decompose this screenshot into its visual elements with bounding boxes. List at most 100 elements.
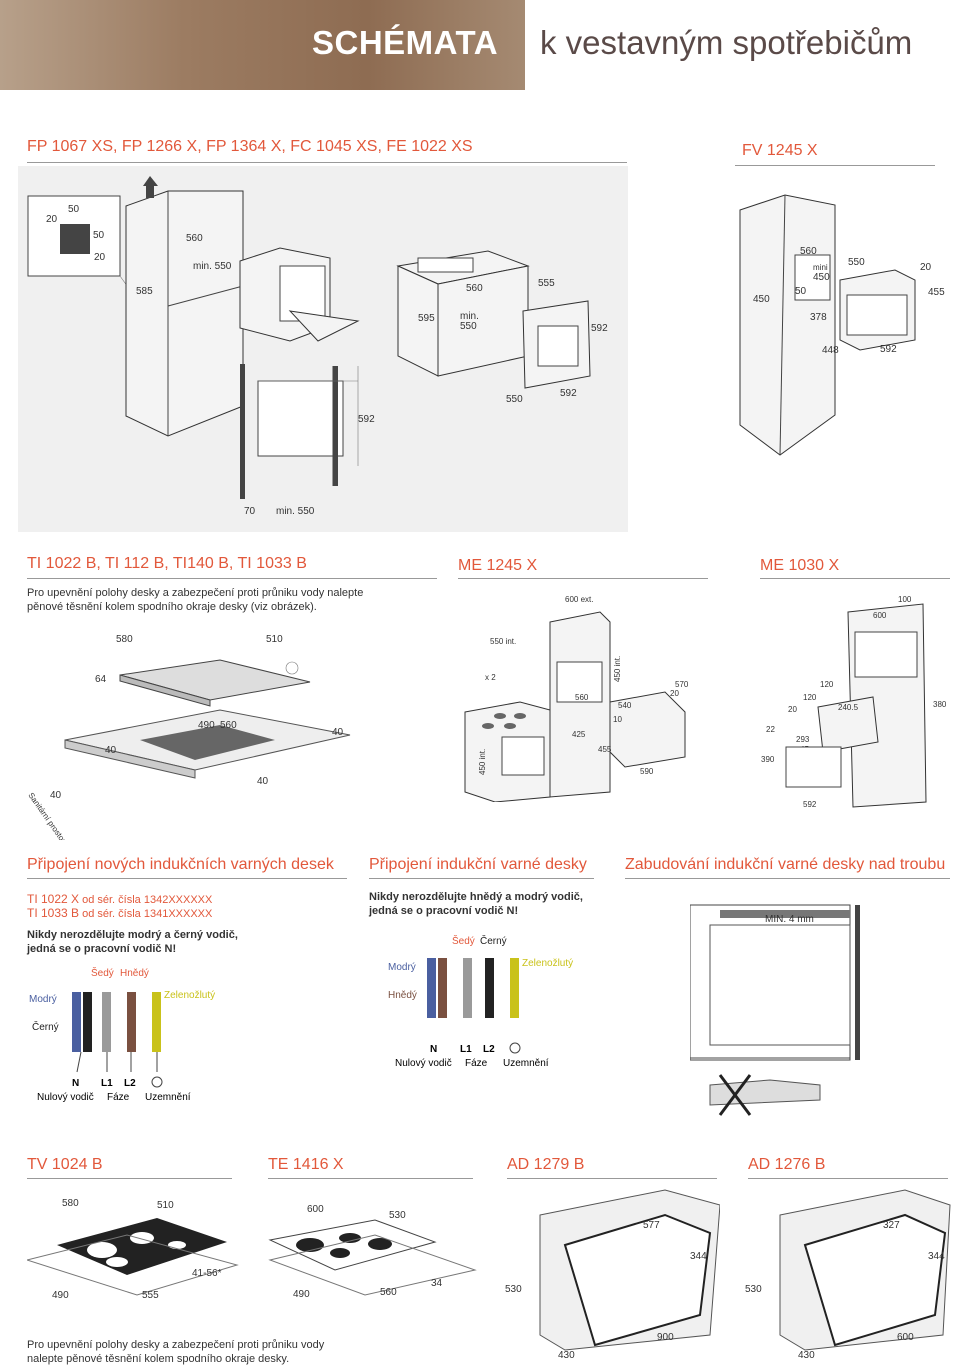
header: SCHÉMATA k vestavným spotřebičům [0,0,960,90]
dim-label: 560 [466,283,483,294]
header-title-bold: SCHÉMATA [312,24,499,61]
dim-label: 530 [745,1284,762,1295]
dim-label: 555 [538,278,555,289]
dim-label: 600 [897,1332,914,1343]
dim-label: 425 [572,730,586,739]
dim-label: 378 [810,312,827,323]
model-suffix: od sér. čísla 1342XXXXXX [82,894,213,906]
dim-label: 34 [431,1278,443,1289]
divider [27,1178,232,1179]
divider [27,578,437,579]
ad1276-hood-diagram: 327 344 530 600 430 [745,1189,951,1360]
wire-label: Hnědý [388,990,417,1001]
terminal-label: L1 [101,1078,113,1089]
dim-label: Sanitární prostor [26,791,67,840]
dim-label: 560 [220,720,237,731]
dim-label: 555 [142,1290,159,1301]
dim-label: 450 int. [613,656,622,682]
dim-label: min. 550 [276,506,315,517]
dim-label: 600 [307,1204,324,1215]
section-title-ti: TI 1022 B, TI 112 B, TI140 B, TI 1033 B [27,555,307,572]
model-name: TI 1033 B [27,906,80,920]
dim-label: 64 [95,674,107,685]
section-title-fp: FP 1067 XS, FP 1266 X, FP 1364 X, FC 104… [27,138,473,155]
dim-label: 490 [52,1290,69,1301]
wire-label: Zelenožlutý [522,958,573,969]
dim-label: 490 [293,1289,310,1300]
dim-label: 50 [795,286,807,297]
dim-label: 592 [591,323,608,334]
terminal-label: Fáze [107,1092,130,1103]
terminal-label: N [72,1078,79,1089]
terminal-label: L2 [124,1078,136,1089]
model-suffix: od sér. čísla 1341XXXXXX [82,908,213,920]
dim-label: 560 [800,246,817,257]
dim-label: 20 [920,262,932,273]
wire-label: Modrý [388,962,416,973]
section-title-induction-new: Připojení nových indukčních varných dese… [27,856,334,873]
terminal-label: L2 [483,1044,495,1055]
section-title-ad1279: AD 1279 B [507,1156,585,1173]
terminal-label: Fáze [465,1058,488,1069]
divider [735,165,935,166]
dim-label: 120 [820,680,834,689]
dim-label: 50 [68,204,80,215]
me1245-installation-diagram: 600 ext. 550 int. x 2 450 int. 450 int. … [464,595,689,802]
section-title-ad1276: AD 1276 B [748,1156,826,1173]
terminal-label: L1 [460,1044,472,1055]
header-wood-band [0,0,525,90]
min-label: MIN. 4 mm [765,914,814,925]
dim-label: 577 [643,1220,660,1231]
dim-label: 530 [505,1284,522,1295]
dim-label: 41-56* [192,1268,222,1279]
wire-label: Šedý [452,934,475,947]
dim-label: 595 [418,313,435,324]
dim-label: 600 [873,611,887,620]
header-title-light: k vestavným spotřebičům [540,24,913,61]
dim-label: 550 [460,321,477,332]
te-cutout-diagram: 600 530 490 560 34 [268,1204,477,1300]
dim-label: 455 [928,287,945,298]
section-title-me1245: ME 1245 X [458,557,538,574]
dim-label: 20 [788,705,797,714]
dim-label: 900 [657,1332,674,1343]
dim-label: x 2 [485,673,496,682]
dim-label: 585 [136,286,153,297]
dim-label: 550 int. [490,637,516,646]
wire-label: Modrý [29,994,57,1005]
dim-label: 40 [50,790,62,801]
model-line-1: TI 1022 X od sér. čísla 1342XXXXXX [27,892,212,907]
dim-label: 344 [928,1251,945,1262]
footer-note: Pro upevnění polohy desky a zabezpečení … [27,1339,325,1365]
dim-label: 455 [598,745,612,754]
divider [507,1178,717,1179]
terminal-label: Uzemnění [503,1058,549,1069]
dim-label: 600 ext. [565,595,593,604]
section-title-me1030: ME 1030 X [760,557,840,574]
section-title-above-oven: Zabudování indukční varné desky nad trou… [625,856,946,873]
dim-label: 560 [575,693,589,702]
dim-label: 592 [358,414,375,425]
section-title-te: TE 1416 X [268,1156,344,1173]
dim-label: 293 [796,735,810,744]
dim-label: 450 [753,294,770,305]
header-white-band [525,0,960,90]
dim-label: 450 int. [478,749,487,775]
divider [27,878,347,879]
section-title-tv: TV 1024 B [27,1156,103,1173]
model-line-2: TI 1033 B od sér. čísla 1341XXXXXX [27,906,212,921]
wiring-diagram-new: Šedý Hnědý Modrý Zelenožlutý Černý N L1 … [29,966,215,1103]
divider [748,1178,948,1179]
dim-label: 570 [675,680,689,689]
dim-label: 560 [380,1287,397,1298]
terminal-label: Uzemnění [145,1092,191,1103]
section-title-induction: Připojení indukční varné desky [369,856,587,873]
dim-label: 50 [93,230,105,241]
dim-label: 380 [933,700,947,709]
divider [27,162,627,163]
dim-label: 20 [46,214,58,225]
dim-label: 344 [690,1251,707,1262]
ti-note: Pro upevnění polohy desky a zabezpečení … [27,587,364,613]
dim-label: 580 [62,1198,79,1209]
dim-label: 590 [640,767,654,776]
